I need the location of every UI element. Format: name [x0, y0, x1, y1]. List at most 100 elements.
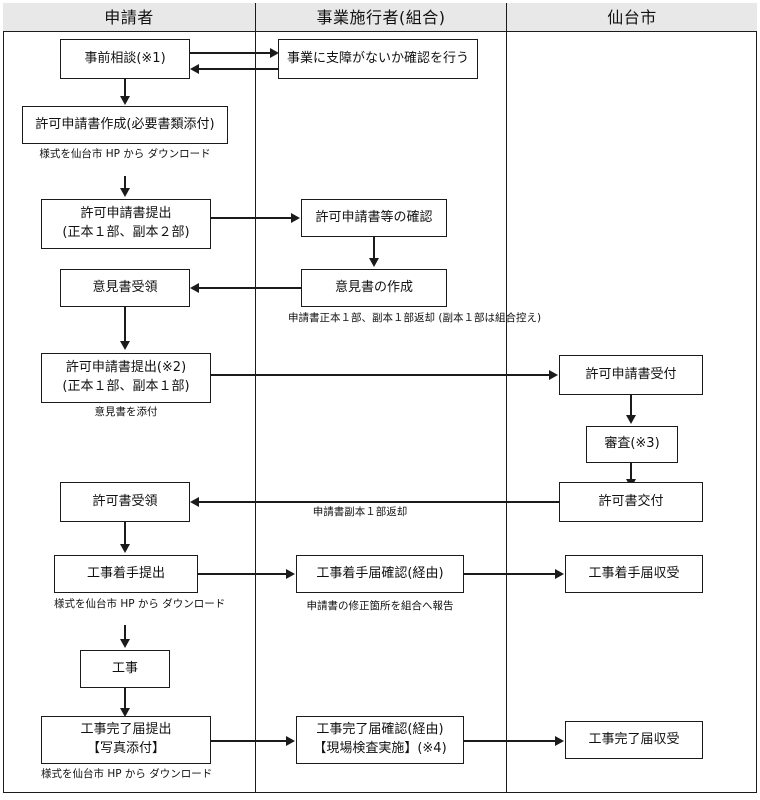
- connector-submit-start-to-check: [198, 573, 288, 575]
- node-line: 工事着手届確認(経由): [316, 565, 444, 581]
- node-line: 許可申請書等の確認: [315, 209, 433, 225]
- arrowhead-right: [549, 370, 558, 380]
- node-pre-consult[interactable]: 事前相談(※1): [60, 39, 190, 79]
- connector-receive-opinion-to-submit2: [124, 307, 126, 343]
- note-line: 様式を仙台市 HP から: [54, 598, 159, 610]
- node-line: 事業に支障がないか確認を行う: [286, 50, 469, 66]
- note-download-form-2: 様式を仙台市 HP から ダウンロード: [54, 597, 225, 611]
- node-line: 【写真添付】: [86, 741, 165, 756]
- note-line: 申請書副本１部返却: [312, 506, 408, 518]
- node-confirm-no-problem[interactable]: 事業に支障がないか確認を行う: [278, 39, 478, 79]
- node-issue-permit[interactable]: 許可書交付: [559, 482, 703, 522]
- node-check-completion-notice[interactable]: 工事完了届確認(経由) 【現場検査実施】(※4): [296, 716, 464, 764]
- arrowhead-down: [120, 708, 130, 717]
- node-line: 審査(※3): [604, 436, 660, 452]
- note-report-corrections: 申請書の修正箇所を組合へ報告: [290, 599, 470, 613]
- connector-review-to-issue: [630, 463, 632, 481]
- note-line: (副本１部は組合控え): [438, 312, 542, 324]
- connector-confirm-to-pre-consult: [198, 68, 278, 70]
- connector-submit-to-check: [211, 217, 293, 219]
- arrowhead-right: [286, 736, 295, 746]
- column-divider-1: [255, 3, 256, 793]
- node-submit-application-1[interactable]: 許可申請書提出 (正本１部、副本２部): [41, 199, 211, 249]
- node-line: 許可申請書提出(※2): [65, 360, 187, 376]
- arrowhead-down: [120, 188, 130, 197]
- node-construction[interactable]: 工事: [80, 650, 170, 688]
- note-return-copy: 申請書副本１部返却: [240, 505, 480, 519]
- connector-check-start-to-accept: [464, 573, 557, 575]
- connector-create-app-to-submit: [124, 176, 126, 190]
- node-line: (正本１部、副本１部): [62, 379, 190, 394]
- connector-create-opinion-to-receive: [199, 287, 301, 289]
- column-header-city: 仙台市: [607, 8, 657, 27]
- node-accept-completion-notice[interactable]: 工事完了届収受: [565, 721, 703, 759]
- column-header-operator: 事業施行者(組合): [316, 8, 446, 27]
- node-line: 意見書受領: [92, 279, 158, 295]
- node-line: 許可申請書提出: [80, 206, 172, 222]
- connector-construction-to-complete: [124, 688, 126, 710]
- connector-submit-complete-to-check: [211, 740, 288, 742]
- arrowhead-right: [291, 213, 300, 223]
- node-line: 許可書受領: [92, 493, 158, 509]
- arrowhead-left: [190, 64, 199, 74]
- node-line: 事前相談(※1): [84, 50, 166, 66]
- node-line: 工事着手提出: [86, 565, 165, 581]
- arrowhead-down: [120, 96, 130, 105]
- arrowhead-left: [190, 497, 199, 507]
- node-submit-application-2[interactable]: 許可申請書提出(※2) (正本１部、副本１部): [41, 353, 211, 403]
- column-header-row: [3, 3, 757, 32]
- connector-pre-consult-to-create-app: [124, 79, 126, 98]
- node-line: 工事完了届収受: [588, 731, 680, 747]
- connector-submit2-to-accept: [211, 374, 551, 376]
- node-receive-opinion[interactable]: 意見書受領: [60, 269, 190, 307]
- node-create-application[interactable]: 許可申請書作成(必要書類添付): [22, 106, 228, 144]
- connector-pre-consult-to-confirm: [190, 52, 272, 54]
- connector-receive-permit-to-start: [124, 522, 126, 546]
- arrowhead-down: [120, 639, 130, 648]
- note-return-documents: 申請書正本１部、副本１部返却 (副本１部は組合控え): [288, 311, 541, 325]
- note-line: 申請書正本１部、副本１部返却: [288, 312, 435, 324]
- connector-start-to-construction: [124, 625, 126, 641]
- node-accept-application[interactable]: 許可申請書受付: [559, 355, 703, 395]
- arrowhead-down: [626, 415, 636, 424]
- arrowhead-right: [555, 569, 564, 579]
- connector-check-to-create-opinion: [373, 237, 375, 260]
- note-download-form-1: 様式を仙台市 HP から ダウンロード: [22, 147, 228, 161]
- arrowhead-left: [190, 283, 199, 293]
- node-line: 工事完了届提出: [80, 722, 172, 738]
- node-check-application[interactable]: 許可申請書等の確認: [301, 199, 447, 237]
- node-line: 工事着手届収受: [588, 565, 680, 581]
- node-submit-start-notice[interactable]: 工事着手提出: [54, 555, 198, 593]
- node-line: (正本１部、副本２部): [62, 225, 190, 240]
- node-submit-completion-notice[interactable]: 工事完了届提出 【写真添付】: [41, 716, 211, 764]
- arrowhead-down: [369, 258, 379, 267]
- note-download-form-3: 様式を仙台市 HP から ダウンロード: [41, 767, 213, 781]
- node-line: 許可書交付: [598, 493, 664, 509]
- note-line: 意見書を添付: [94, 406, 158, 418]
- connector-accept-to-review: [630, 395, 632, 417]
- note-line: 申請書の修正箇所を組合へ報告: [306, 600, 454, 612]
- node-line: 意見書の作成: [334, 279, 413, 295]
- node-create-opinion[interactable]: 意見書の作成: [301, 269, 447, 307]
- node-review[interactable]: 審査(※3): [586, 426, 678, 463]
- note-line: ダウンロード: [147, 148, 211, 160]
- note-line: 様式を仙台市 HP から: [41, 768, 146, 780]
- node-line: 工事完了届確認(経由): [316, 722, 444, 738]
- column-header-applicant: 申請者: [104, 8, 154, 27]
- note-attach-opinion: 意見書を添付: [41, 405, 211, 419]
- connector-check-complete-to-accept: [464, 740, 557, 742]
- node-line: 工事: [111, 660, 138, 676]
- note-line: ダウンロード: [149, 768, 213, 780]
- node-line: 許可申請書作成(必要書類添付): [35, 116, 215, 132]
- node-line: 【現場検査実施】(※4): [313, 741, 447, 756]
- node-check-start-notice[interactable]: 工事着手届確認(経由): [296, 555, 464, 593]
- column-divider-2: [506, 3, 507, 793]
- note-line: ダウンロード: [162, 598, 226, 610]
- note-line: 様式を仙台市 HP から: [39, 148, 145, 160]
- arrowhead-down: [120, 341, 130, 350]
- arrowhead-down: [120, 544, 130, 553]
- node-accept-start-notice[interactable]: 工事着手届収受: [565, 555, 703, 593]
- arrowhead-right: [270, 48, 279, 58]
- node-receive-permit[interactable]: 許可書受領: [60, 482, 190, 522]
